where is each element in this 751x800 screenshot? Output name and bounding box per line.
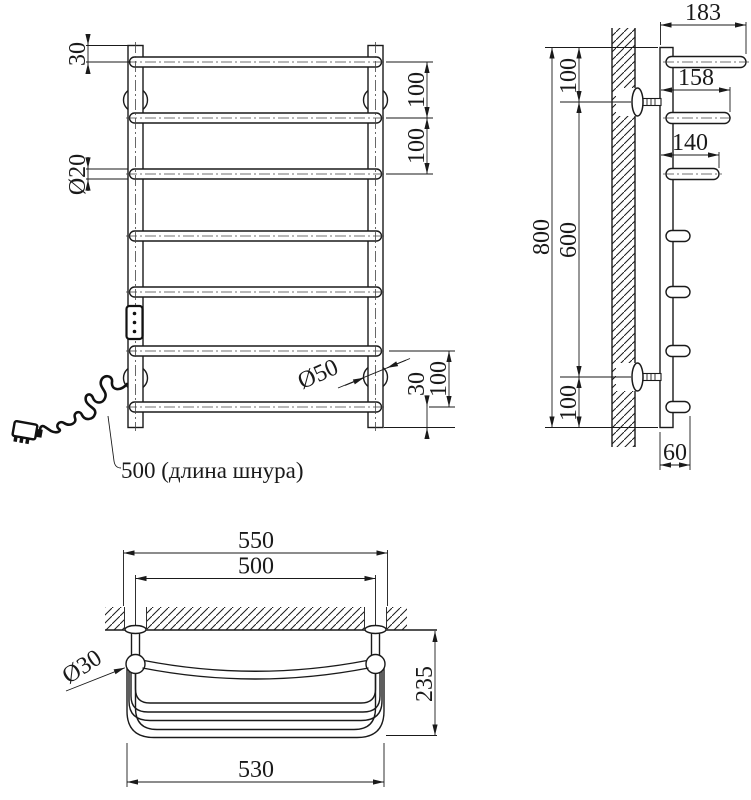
dim-total-depth: 235 [386,631,438,736]
shelf-frame [126,668,385,739]
wall-flange [124,624,147,635]
dim-text-100-side-bottom: 100 [556,385,582,421]
dim-third-rung-depth: 140 [661,130,720,168]
dim-text-100-bottom: 100 [426,361,452,397]
wall-band [105,606,437,631]
dim-text-100-b: 100 [404,128,430,164]
dim-overall-width: 550 [123,528,388,606]
dim-text-d20: Ø20 [65,154,91,195]
post-section [365,653,386,675]
side-rungs [663,55,749,414]
wall-bracket-top [631,87,662,117]
side-view: 183 158 140 800 100 600 100 [529,0,749,470]
dim-text-158: 158 [678,65,714,91]
rung-profile [665,400,691,414]
dim-text-550: 550 [238,528,274,554]
post-section [125,653,146,675]
centerlines [126,42,385,431]
dim-text-140: 140 [672,130,708,156]
dim-top-rung-depth: 183 [660,0,747,54]
dim-top-margin: 30 [65,34,131,74]
dim-text-800: 800 [529,219,555,255]
bowed-rail [142,659,369,680]
dim-second-rung-depth: 158 [661,65,731,112]
dim-mount-spacing: 500 [135,554,376,626]
dim-text-30-top: 30 [65,42,91,66]
heater-control-box [125,304,144,341]
dim-bottom-right: 100 30 [384,350,455,439]
dim-text-60: 60 [663,440,687,466]
power-cord [11,374,129,469]
dim-stub-offset: 60 [659,416,691,470]
mount-stems [124,624,387,656]
plug [11,420,43,445]
dim-text-235: 235 [412,666,438,702]
cord-length-label: 500 (длина шнура) [121,458,304,483]
rung-profile [665,229,691,243]
dim-text-183: 183 [685,0,721,26]
dim-text-600: 600 [556,222,582,258]
dim-frame-width: 530 [126,743,385,787]
dim-text-530: 530 [238,757,274,783]
cord-leader-line [107,415,122,469]
dim-rung-diameter: Ø20 [65,154,128,195]
rung-profile [665,344,691,358]
dim-text-500: 500 [238,554,274,580]
front-view: 30 Ø20 100 100 [11,34,455,483]
dim-rung-spacing-top: 100 100 [386,61,433,175]
dim-heights: 800 100 600 100 [529,47,658,428]
dim-text-30-bottom: 30 [404,372,430,396]
wall-bracket-bottom [631,362,662,392]
dim-text-100-a: 100 [404,72,430,108]
rung-profile [665,285,691,299]
wall-flange [364,624,387,635]
dim-text-100-side-top: 100 [556,58,582,94]
